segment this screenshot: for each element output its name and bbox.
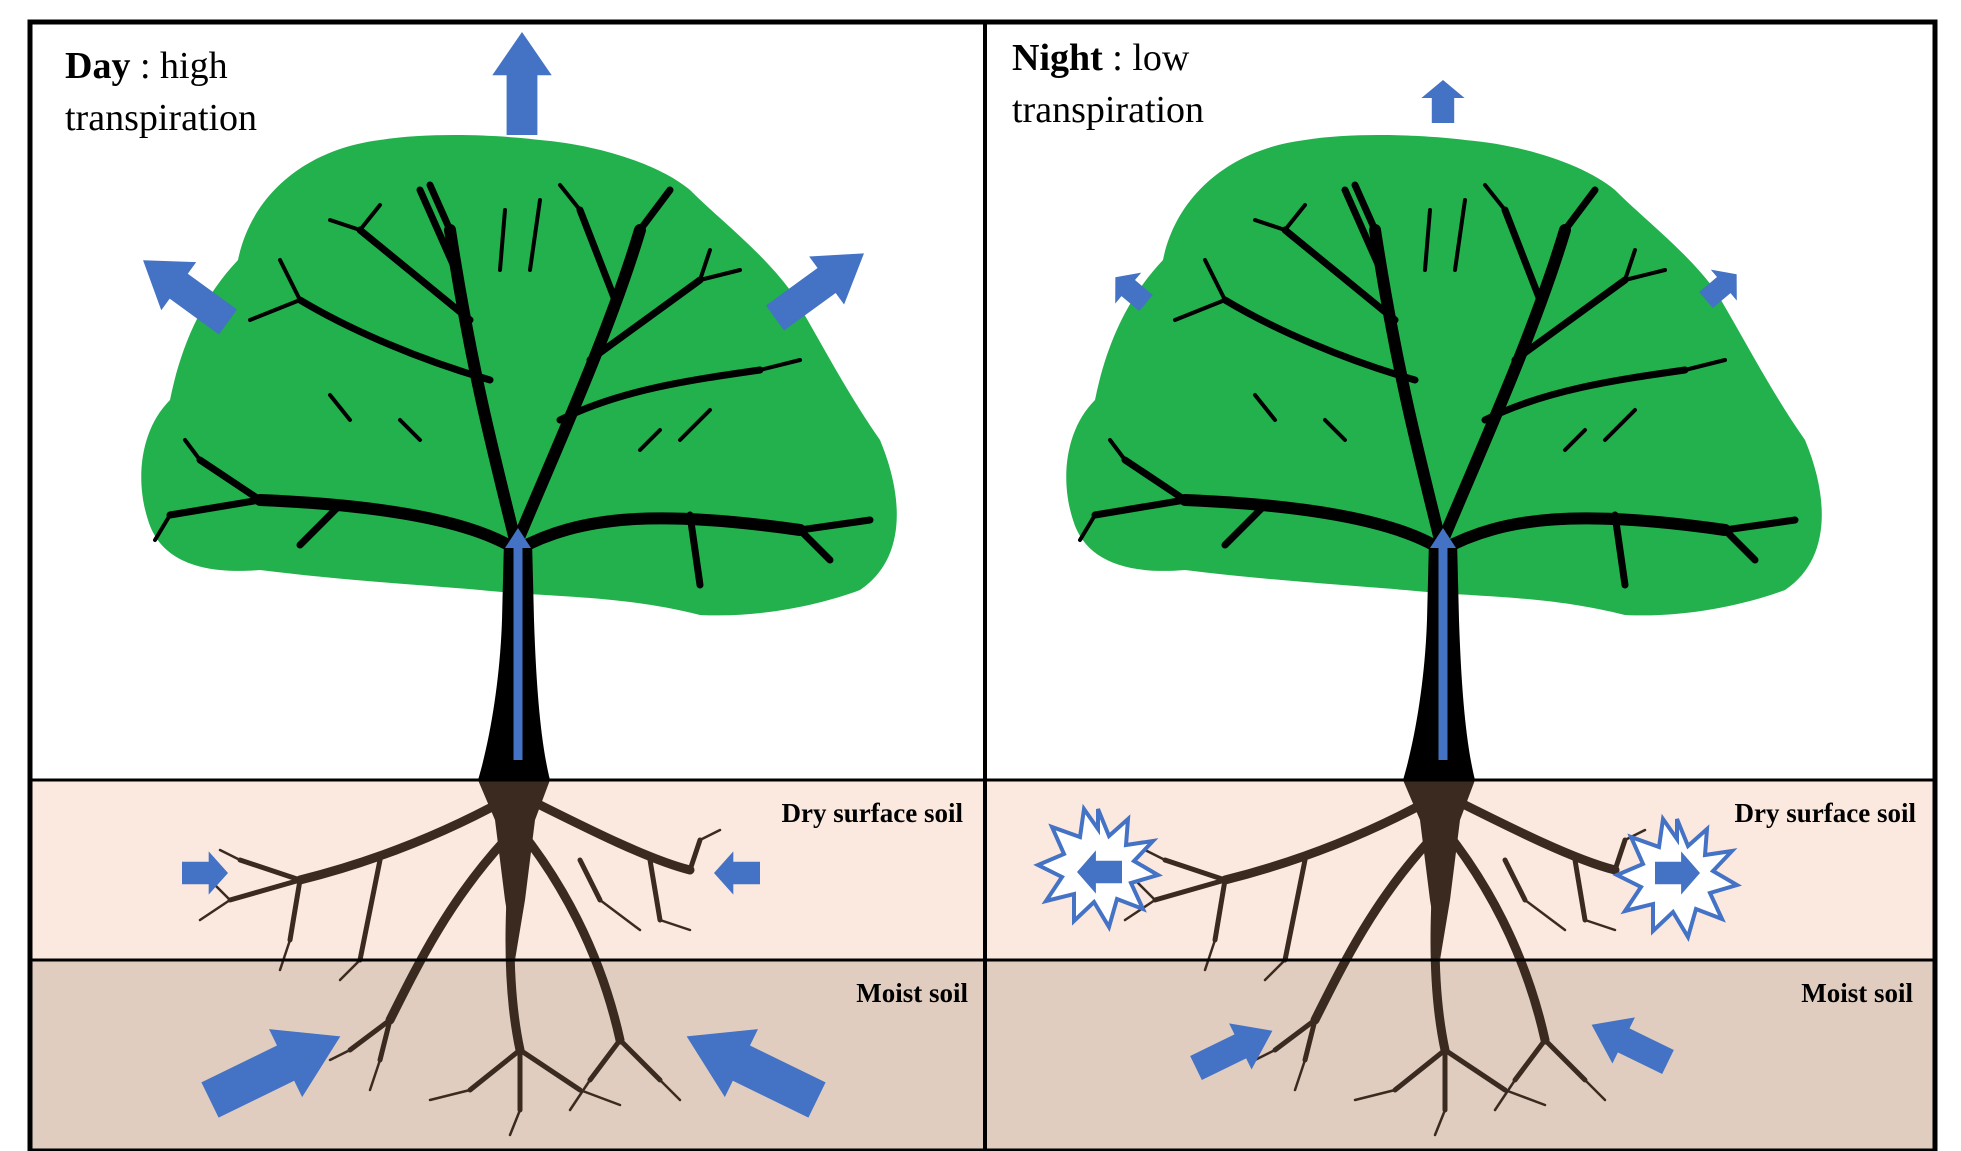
night-moist-soil-band	[985, 960, 1935, 1151]
night-panel-title-line2: transpiration	[1012, 89, 1204, 131]
night-title-rest: : low	[1103, 37, 1190, 79]
day-title-rest: : high	[130, 45, 227, 87]
night-transpiration-arrow-top	[1421, 80, 1464, 123]
day-title-bold: Day	[65, 45, 130, 87]
day-moist-soil-label: Moist soil	[856, 978, 968, 1008]
day-panel-title: Day : high	[65, 45, 228, 87]
day-dry-soil-label: Dry surface soil	[782, 798, 964, 828]
night-dry-soil-label: Dry surface soil	[1735, 798, 1917, 828]
day-transpiration-arrow-top	[492, 32, 551, 135]
night-title-bold: Night	[1012, 37, 1103, 79]
day-panel-title-line2: transpiration	[65, 97, 257, 139]
night-moist-soil-label: Moist soil	[1801, 978, 1913, 1008]
night-panel-title: Night : low	[1012, 37, 1190, 79]
